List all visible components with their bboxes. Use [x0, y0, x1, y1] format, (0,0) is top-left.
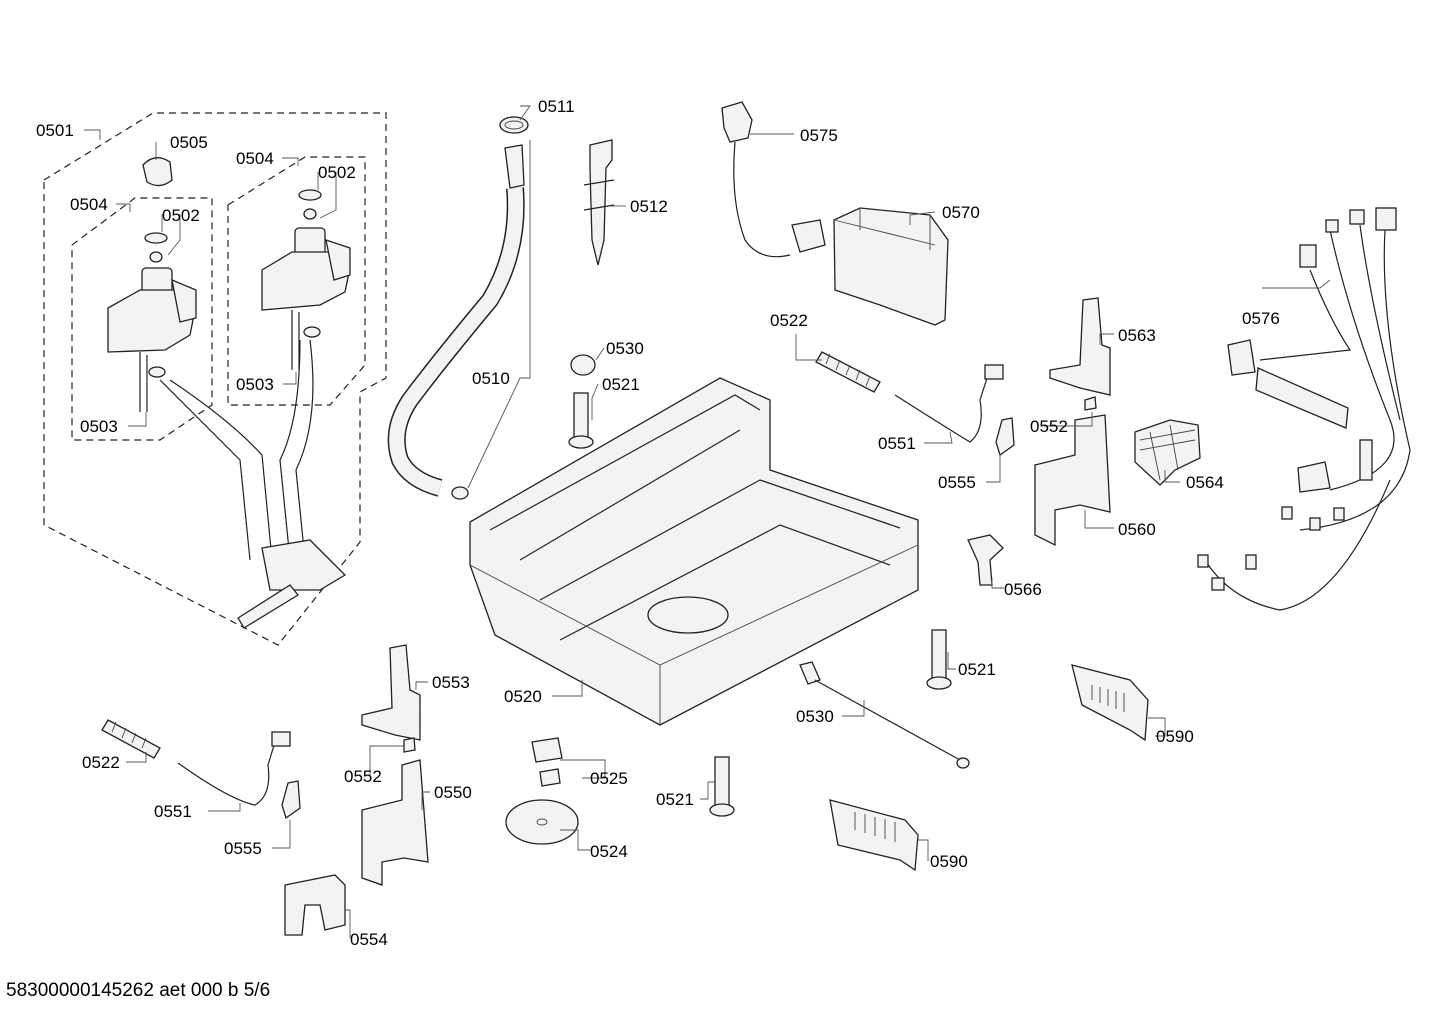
label-0566: 0566 — [1004, 580, 1042, 599]
valve-hoses — [159, 339, 347, 629]
label-0504: 0504 — [70, 195, 108, 214]
power-cable-0575 — [721, 101, 826, 258]
label-0510: 0510 — [472, 369, 510, 388]
hinge-bracket-0553 — [361, 644, 421, 741]
label-0575: 0575 — [800, 126, 838, 145]
label-0503: 0503 — [236, 375, 274, 394]
label-0563: 0563 — [1118, 326, 1156, 345]
hinge-bracket-0560 — [1034, 414, 1111, 547]
label-0552: 0552 — [1030, 417, 1068, 436]
label-0553: 0553 — [432, 673, 470, 692]
wiring-harness-0576 — [1197, 207, 1411, 611]
switch-0525 — [531, 737, 563, 787]
label-0554: 0554 — [350, 930, 388, 949]
label-0551: 0551 — [154, 802, 192, 821]
label-0521: 0521 — [958, 660, 996, 679]
label-0555: 0555 — [224, 839, 262, 858]
cable-0551-top — [894, 364, 1004, 443]
label-0524: 0524 — [590, 842, 628, 861]
clip-0552-right — [1084, 396, 1097, 411]
label-0552: 0552 — [344, 767, 382, 786]
control-module-0570 — [833, 207, 949, 326]
label-0512: 0512 — [630, 197, 668, 216]
float-disc-0524 — [505, 799, 579, 845]
sensor-0566 — [967, 534, 1004, 586]
cable-0551-left — [177, 731, 291, 806]
assembly-0504-right-outline — [227, 156, 366, 406]
drain-hose-0510 — [387, 144, 525, 500]
label-0550: 0550 — [434, 783, 472, 802]
label-0521: 0521 — [602, 375, 640, 394]
document-footer-id: 58300000145262 aet 000 b 5/6 — [6, 980, 271, 1001]
inlet-valve-left — [107, 232, 197, 412]
hose-holder-0512 — [583, 139, 615, 266]
label-0564: 0564 — [1186, 473, 1224, 492]
label-0530: 0530 — [796, 707, 834, 726]
part-labels: 0501 0505 0504 0502 0503 0504 0502 0503 … — [36, 97, 1280, 949]
spring-0522-top — [815, 351, 881, 393]
assembly-0504-left-outline — [71, 197, 213, 441]
label-0590: 0590 — [930, 852, 968, 871]
label-0522: 0522 — [82, 753, 120, 772]
label-0551: 0551 — [878, 434, 916, 453]
clip-0555-top — [995, 417, 1015, 457]
hinge-bracket-0550 — [361, 759, 429, 886]
rod-0530 — [799, 661, 970, 769]
label-0505: 0505 — [170, 133, 208, 152]
foot-screw-0521-top — [568, 392, 594, 449]
inlet-valve-right — [261, 189, 351, 370]
label-0570: 0570 — [942, 203, 980, 222]
plug-0505 — [142, 157, 173, 187]
cover-0554 — [284, 874, 346, 936]
spring-0522-left — [101, 719, 161, 759]
label-0590: 0590 — [1156, 727, 1194, 746]
label-0503: 0503 — [80, 417, 118, 436]
clip-0552-left — [403, 737, 416, 753]
label-0576: 0576 — [1242, 309, 1280, 328]
label-0502: 0502 — [318, 163, 356, 182]
label-0502: 0502 — [162, 206, 200, 225]
label-0501: 0501 — [36, 121, 74, 140]
label-0555: 0555 — [938, 473, 976, 492]
label-0525: 0525 — [590, 769, 628, 788]
foot-screw-0521-right — [926, 629, 952, 690]
hinge-bracket-0563 — [1049, 297, 1111, 396]
foot-screw-0521-bottom — [709, 756, 735, 817]
grille-0590-right — [1071, 664, 1149, 742]
label-0511: 0511 — [538, 97, 575, 116]
grille-0590-bottom — [829, 799, 919, 872]
label-0560: 0560 — [1118, 520, 1156, 539]
base-tub-0520 — [469, 377, 919, 726]
label-0520: 0520 — [504, 687, 542, 706]
label-0522: 0522 — [770, 311, 808, 330]
leader-lines — [84, 105, 1331, 938]
nut-0530-top — [570, 354, 596, 376]
label-0530: 0530 — [606, 339, 644, 358]
label-0521: 0521 — [656, 790, 694, 809]
assembly-0501-outline — [43, 112, 387, 646]
clip-0555-left — [281, 780, 301, 820]
label-0504: 0504 — [236, 149, 274, 168]
cover-0564 — [1134, 419, 1201, 486]
hose-clip-0511 — [499, 116, 529, 134]
